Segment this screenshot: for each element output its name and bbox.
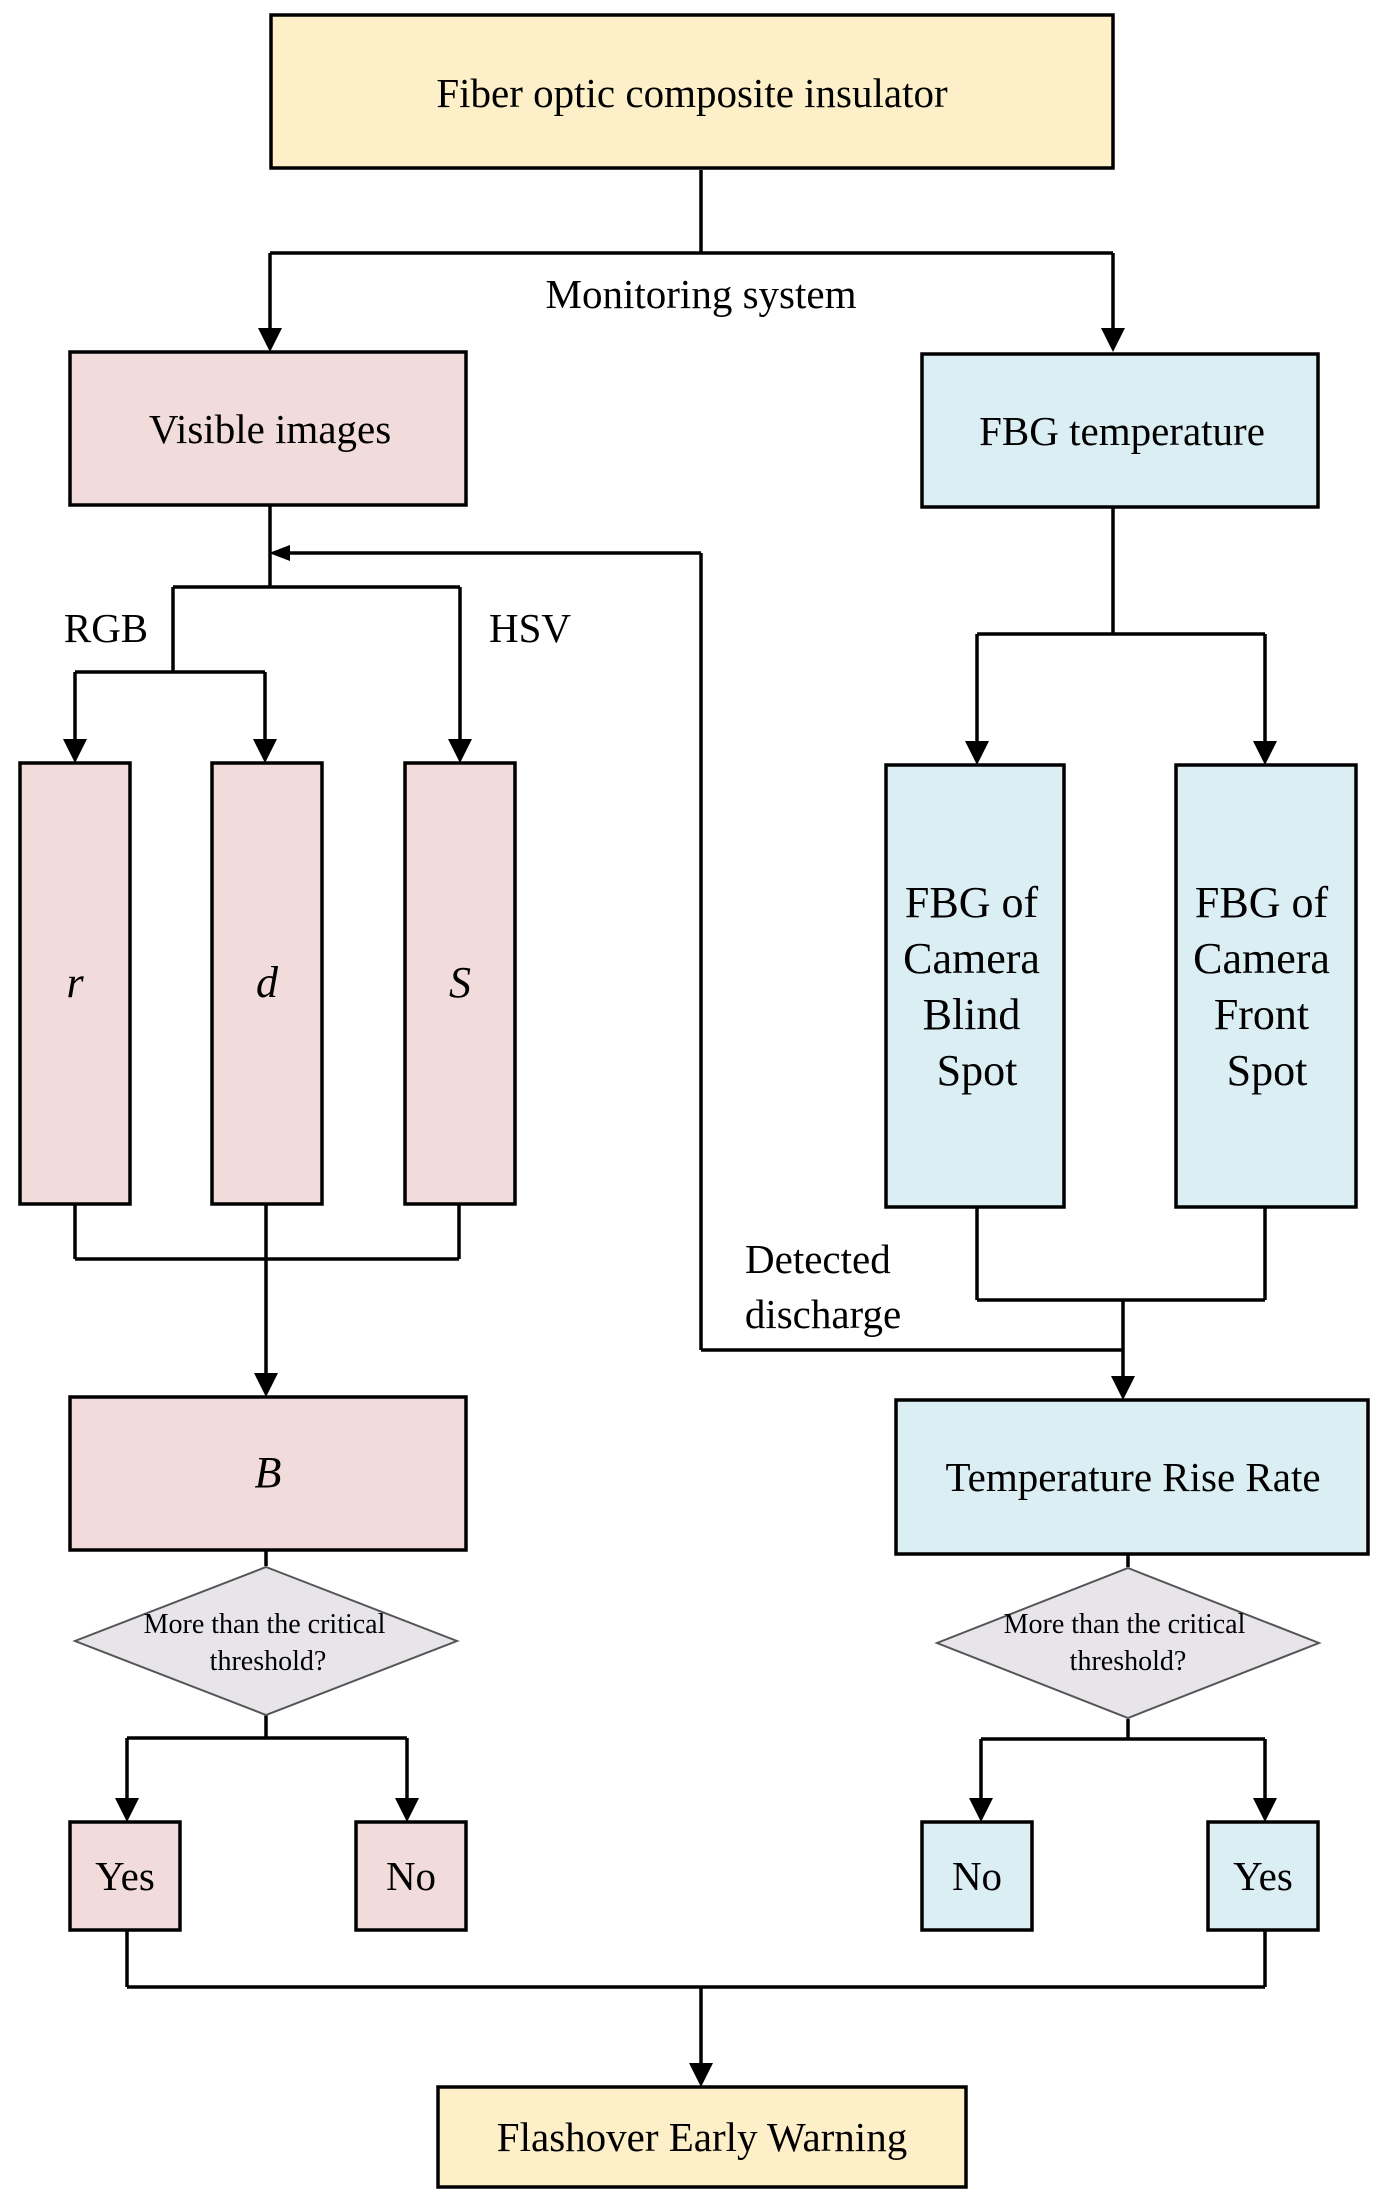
decision-left-label: More than the critical threshold? xyxy=(144,1609,393,1677)
rise-rate-label: Temperature Rise Rate xyxy=(945,1454,1320,1500)
rise-rate-box xyxy=(894,1398,1370,1556)
blind-spot-line-3: Blind xyxy=(923,990,1021,1039)
node-rise-rate: Temperature Rise Rate xyxy=(894,1398,1370,1556)
decision-right-line-2: threshold? xyxy=(1070,1646,1187,1677)
b-box xyxy=(68,1395,468,1552)
blind-spot-line-2: Camera xyxy=(903,934,1040,983)
hsv-label: HSV xyxy=(489,605,571,651)
warning-label: Flashover Early Warning xyxy=(497,2114,907,2160)
node-fbg-temperature: FBG temperature xyxy=(920,352,1320,509)
s-box xyxy=(403,761,517,1206)
node-d: d xyxy=(210,761,324,1206)
front-spot-label: FBG of Camera Front Spot xyxy=(1193,878,1341,1095)
node-top: Fiber optic composite insulator xyxy=(269,13,1115,170)
front-spot-line-2: Camera xyxy=(1193,934,1330,983)
node-r: r xyxy=(18,761,132,1206)
detected-line-1: Detected xyxy=(745,1236,891,1282)
blind-spot-line-1: FBG of xyxy=(905,878,1039,927)
node-yes-right: Yes xyxy=(1206,1820,1320,1932)
yes-right-box xyxy=(1206,1820,1320,1932)
decision-left-line-1: More than the critical xyxy=(144,1609,386,1640)
node-no-left: No xyxy=(354,1820,468,1932)
detected-line-2: discharge xyxy=(745,1291,901,1337)
detected-discharge-label: Detected discharge xyxy=(745,1236,901,1337)
rgb-label: RGB xyxy=(64,605,148,651)
top-box xyxy=(269,13,1115,170)
no-left-box xyxy=(354,1820,468,1932)
top-label: Fiber optic composite insulator xyxy=(436,70,948,116)
decision-right-line-1: More than the critical xyxy=(1004,1609,1246,1640)
decision-right-shape xyxy=(934,1566,1322,1720)
blind-spot-label: FBG of Camera Blind Spot xyxy=(903,878,1051,1095)
blind-spot-box xyxy=(884,763,1066,1209)
node-warning: Flashover Early Warning xyxy=(436,2085,968,2189)
node-visible: Visible images xyxy=(68,350,468,507)
b-label: B xyxy=(255,1448,282,1497)
monitoring-label: Monitoring system xyxy=(546,271,857,317)
d-label: d xyxy=(256,958,279,1007)
yes-left-box xyxy=(68,1820,182,1932)
no-right-box xyxy=(920,1820,1034,1932)
arrowheads xyxy=(63,328,1277,2087)
yes-right-label: Yes xyxy=(1233,1853,1293,1899)
visible-label: Visible images xyxy=(149,406,391,452)
node-s: S xyxy=(403,761,517,1206)
node-b: B xyxy=(68,1395,468,1552)
front-spot-line-1: FBG of xyxy=(1195,878,1329,927)
fbg-temperature-box xyxy=(920,352,1320,509)
warning-box xyxy=(436,2085,968,2189)
visible-box xyxy=(68,350,468,507)
blind-spot-line-4: Spot xyxy=(937,1046,1018,1095)
no-left-label: No xyxy=(386,1853,436,1899)
front-spot-box xyxy=(1174,763,1358,1209)
decision-left-shape xyxy=(72,1565,460,1717)
front-spot-line-3: Front xyxy=(1214,990,1309,1039)
decision-right: More than the critical threshold? xyxy=(934,1566,1322,1720)
decision-right-label: More than the critical threshold? xyxy=(1004,1609,1253,1677)
no-right-label: No xyxy=(952,1853,1002,1899)
node-no-right: No xyxy=(920,1820,1034,1932)
s-label: S xyxy=(449,958,471,1007)
d-box xyxy=(210,761,324,1206)
fbg-temperature-label: FBG temperature xyxy=(979,408,1265,454)
node-yes-left: Yes xyxy=(68,1820,182,1932)
connectors xyxy=(73,170,1267,2065)
decision-left-line-2: threshold? xyxy=(210,1646,327,1677)
decision-left: More than the critical threshold? xyxy=(72,1565,460,1717)
r-box xyxy=(18,761,132,1206)
r-label: r xyxy=(66,958,84,1007)
node-front-spot: FBG of Camera Front Spot xyxy=(1174,763,1358,1209)
front-spot-line-4: Spot xyxy=(1227,1046,1308,1095)
node-blind-spot: FBG of Camera Blind Spot xyxy=(884,763,1066,1209)
yes-left-label: Yes xyxy=(95,1853,155,1899)
